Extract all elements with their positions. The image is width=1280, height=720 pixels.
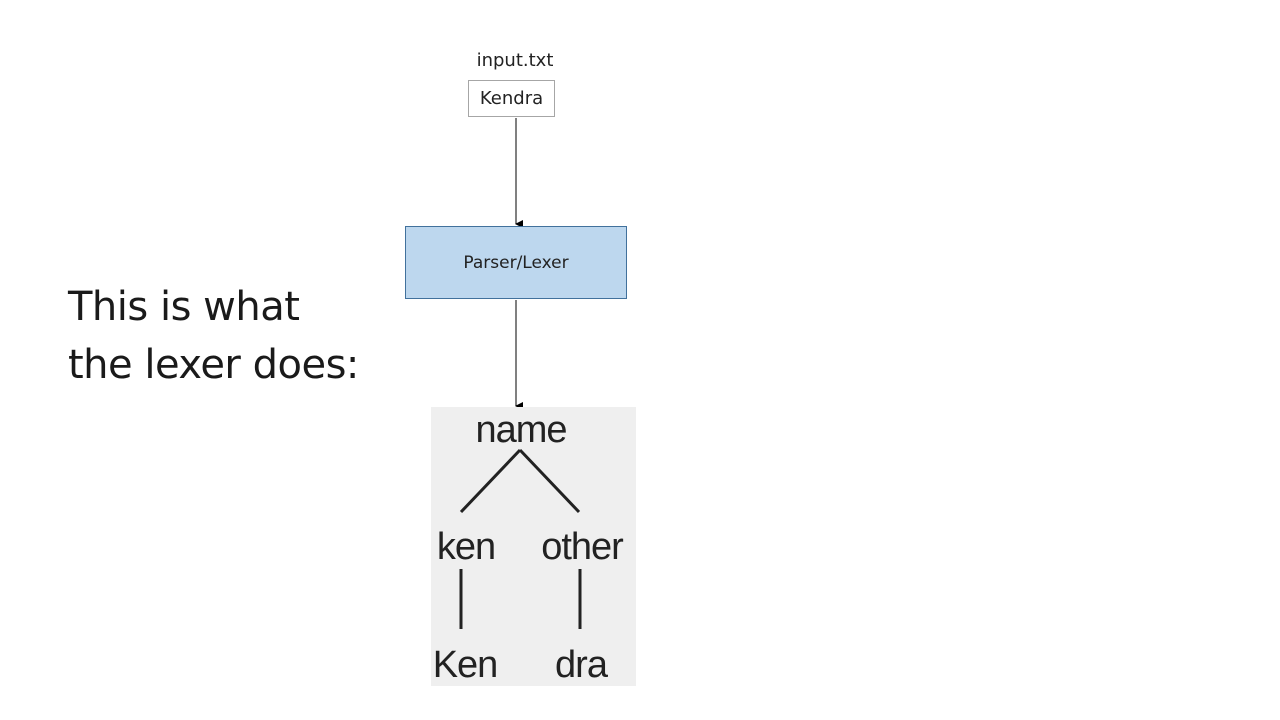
- tree-root: name: [475, 409, 566, 451]
- tree-left-child: ken: [437, 526, 495, 568]
- edge-root-right: [518, 448, 581, 514]
- file-label: input.txt: [476, 50, 554, 71]
- tree-right-leaf: dra: [555, 644, 609, 686]
- input-box: Kendra: [468, 80, 555, 117]
- parse-tree: name ken other Ken dra: [433, 409, 625, 686]
- caption-line-2: the lexer does:: [68, 342, 359, 388]
- parser-lexer-box: Parser/Lexer: [405, 226, 627, 299]
- edge-root-left: [459, 448, 522, 514]
- slide-caption: This is what the lexer does:: [68, 278, 359, 394]
- caption-line-1: This is what: [68, 284, 300, 330]
- input-value: Kendra: [479, 88, 544, 109]
- process-label: Parser/Lexer: [463, 252, 569, 273]
- parse-tree-image: name ken other Ken dra: [431, 407, 636, 686]
- tree-right-child: other: [541, 526, 624, 568]
- tree-left-leaf: Ken: [433, 644, 498, 686]
